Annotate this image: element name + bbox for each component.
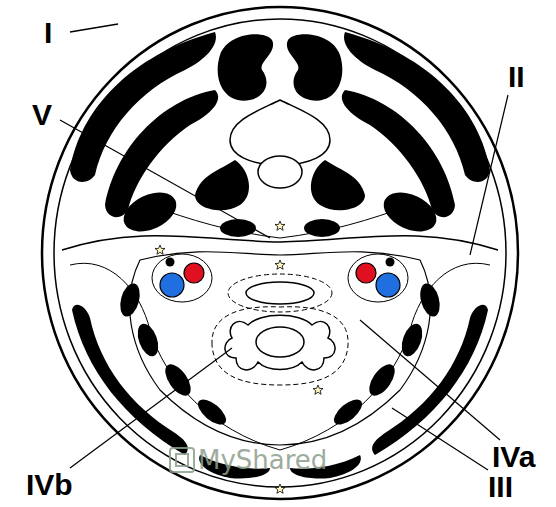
fascia-label: II	[508, 62, 525, 92]
fascia-label: IVa	[492, 442, 535, 472]
fascia-label: I	[44, 18, 52, 48]
watermark: MyShared	[198, 447, 327, 473]
fascia-label: IVb	[26, 470, 73, 500]
fascia-label: III	[488, 472, 513, 502]
fascia-label: V	[32, 100, 52, 130]
